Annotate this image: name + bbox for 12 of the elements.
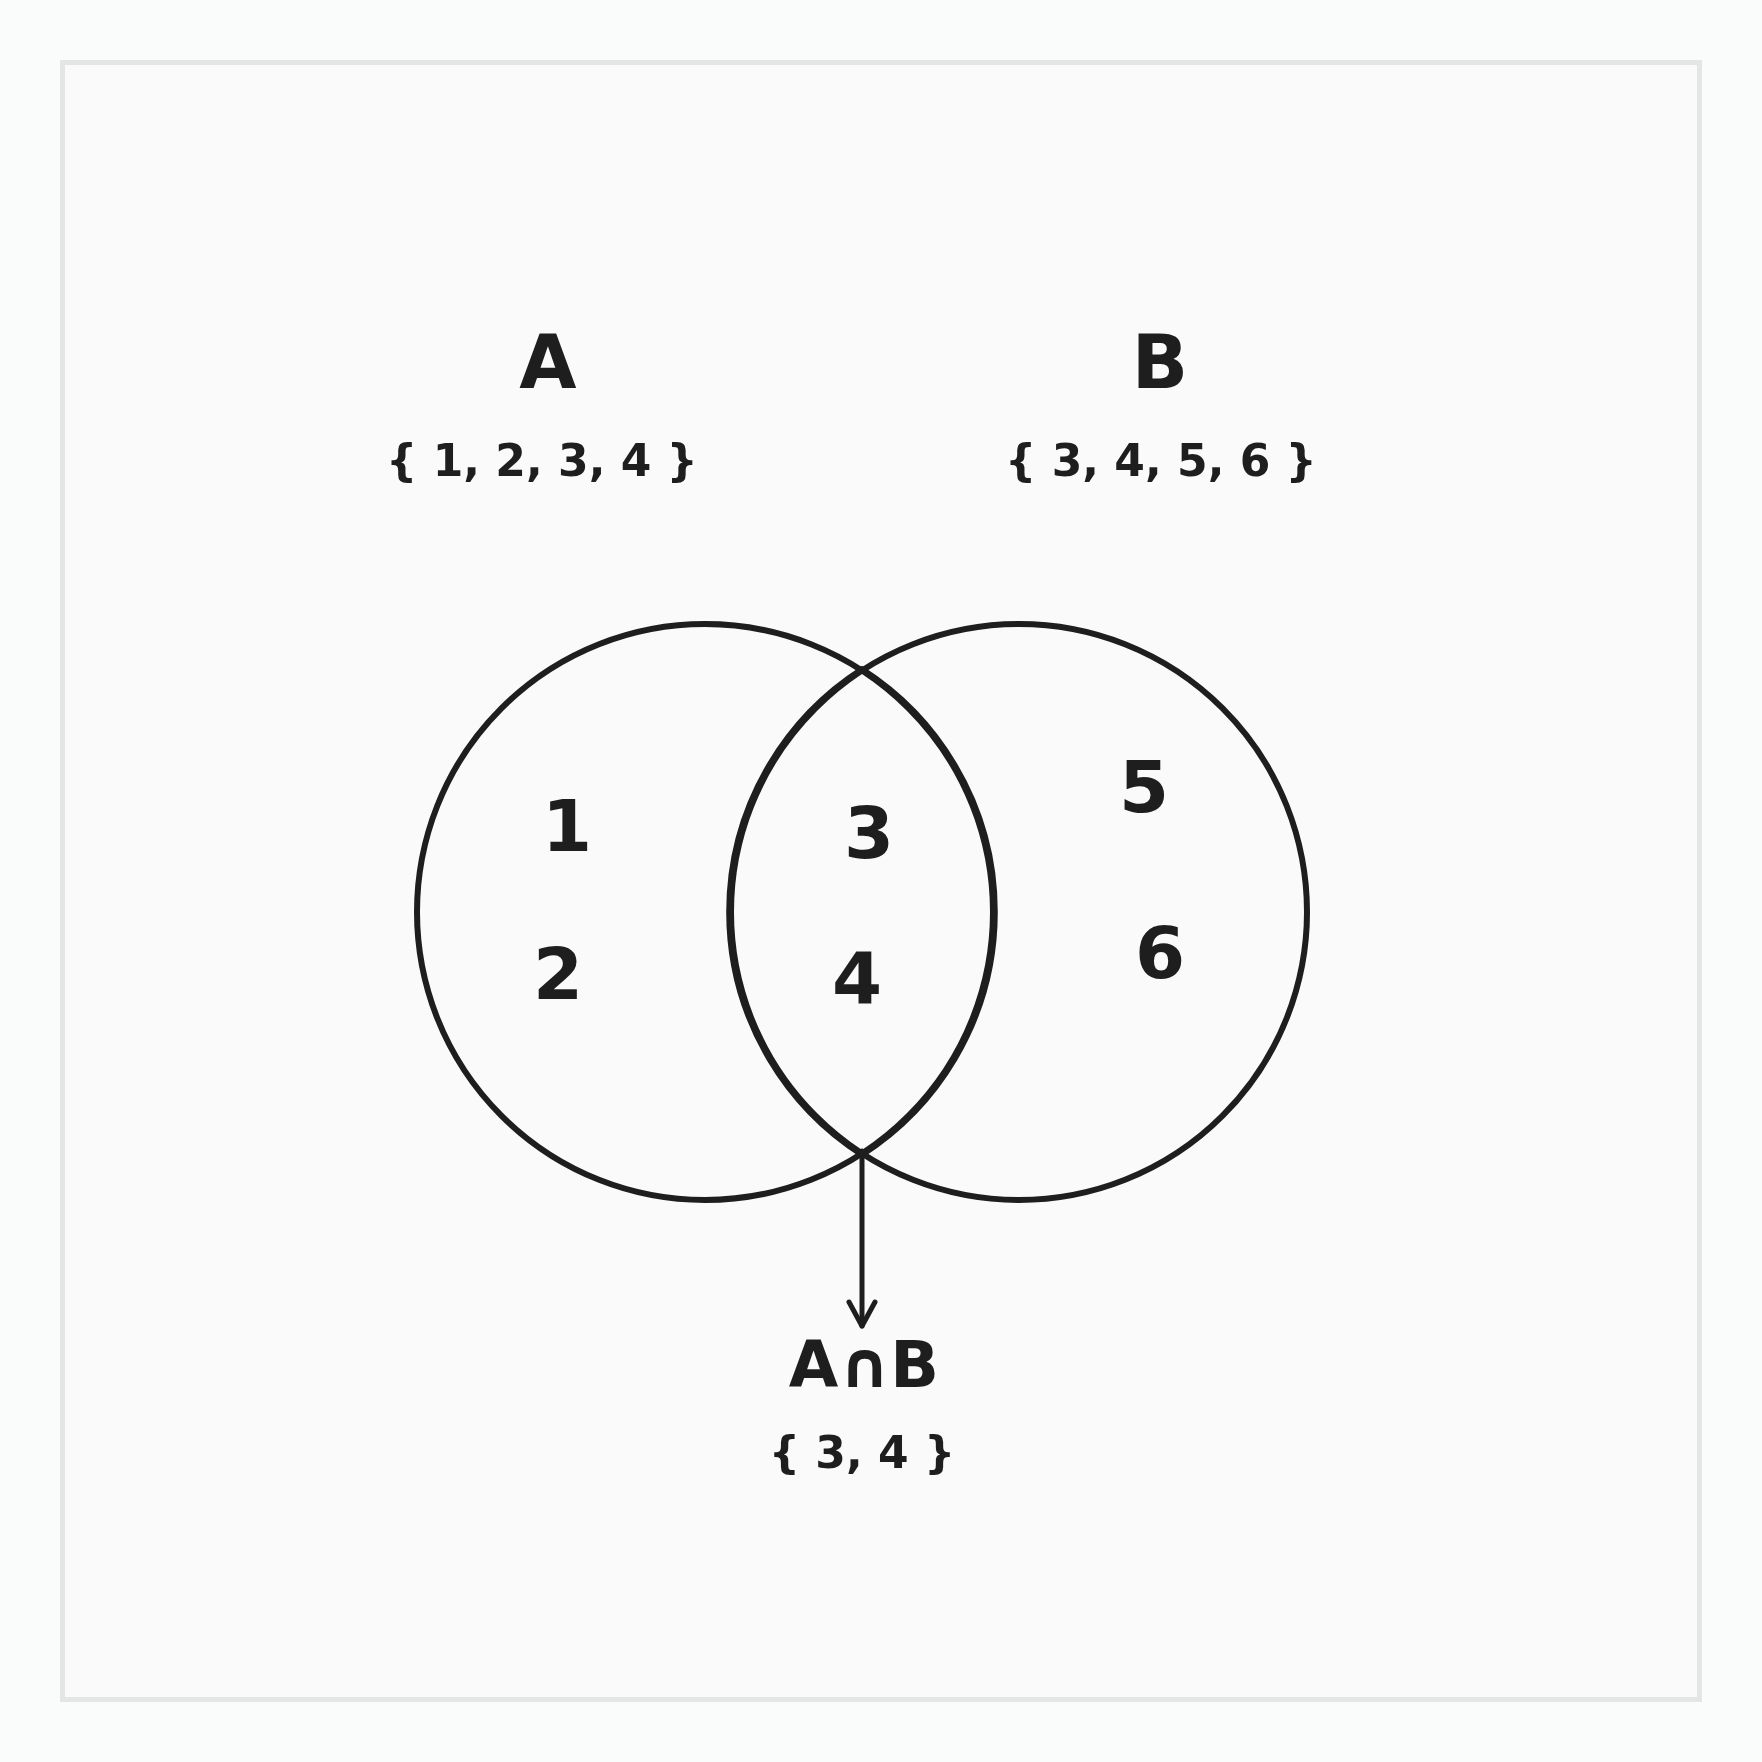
element-number: 3 — [843, 797, 895, 869]
element-number: 1 — [541, 790, 593, 862]
set-label: B — [1131, 325, 1189, 399]
element-number: 5 — [1118, 751, 1170, 823]
set-members: { 3, 4, 5, 6 } — [1005, 439, 1317, 483]
element-number: 6 — [1134, 917, 1186, 989]
set-label: A∩B — [788, 1333, 940, 1397]
element-number: 4 — [831, 942, 883, 1014]
set-label: A — [519, 325, 577, 399]
set-members: { 3, 4 } — [768, 1431, 956, 1475]
set-members: { 1, 2, 3, 4 } — [386, 439, 698, 483]
element-number: 2 — [532, 938, 584, 1010]
